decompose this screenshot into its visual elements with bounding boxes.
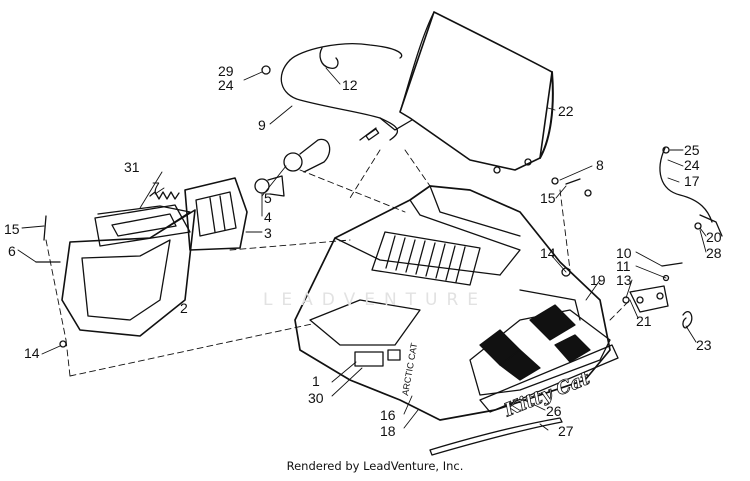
callout-14a: 14: [24, 345, 40, 361]
callout-28: 28: [706, 245, 722, 261]
callout-5: 5: [264, 190, 272, 206]
callout-8: 8: [596, 157, 604, 173]
vent-grill: [371, 231, 481, 286]
callout-11: 11: [616, 258, 631, 274]
callout-20: 20: [706, 229, 722, 245]
headlight-reflector: [94, 204, 191, 247]
callout-7: 7: [152, 179, 160, 195]
callout-24b: 24: [684, 157, 700, 173]
hood: [294, 185, 619, 421]
callout-13: 13: [616, 272, 632, 288]
callout-15a: 15: [4, 221, 20, 237]
callout-2: 2: [180, 300, 188, 316]
callout-18: 18: [380, 423, 396, 439]
screw-15: [43, 215, 47, 241]
callout-21: 21: [636, 313, 652, 329]
wiring-harness: [280, 43, 413, 141]
callout-31: 31: [124, 159, 140, 175]
callout-23: 23: [696, 337, 712, 353]
headlight-bezel: [61, 205, 196, 337]
callout-17: 17: [684, 173, 700, 189]
callout-15b: 15: [540, 190, 556, 206]
callout-3: 3: [264, 225, 272, 241]
callout-19: 19: [590, 272, 606, 288]
callout-1: 1: [312, 373, 320, 389]
front-decal-text: ARCTIC CAT: [400, 342, 419, 397]
hood-cable: [659, 146, 723, 237]
callout-16: 16: [380, 407, 396, 423]
bulb-assembly: [254, 138, 331, 197]
callout-12: 12: [342, 77, 358, 93]
callout-26: 26: [546, 403, 562, 419]
headlight-lens: [184, 177, 248, 251]
callout-9: 9: [258, 117, 266, 133]
callout-30: 30: [308, 390, 324, 406]
side-decal: [469, 304, 611, 396]
caption: Rendered by LeadVenture, Inc.: [286, 459, 464, 473]
callout-14b: 14: [540, 245, 556, 261]
windshield: [399, 11, 554, 174]
hood-hinge: [622, 262, 693, 329]
callout-22: 22: [558, 103, 574, 119]
callout-4: 4: [264, 209, 272, 225]
trim-strip: [429, 417, 563, 456]
callout-27: 27: [558, 423, 574, 439]
callout-29: 29: [218, 63, 234, 79]
callout-24a: 24: [218, 77, 234, 93]
callout-6: 6: [8, 243, 16, 259]
watermark: LEADVENTURE: [262, 290, 488, 310]
callout-25: 25: [684, 142, 700, 158]
callout-10: 10: [616, 245, 632, 261]
